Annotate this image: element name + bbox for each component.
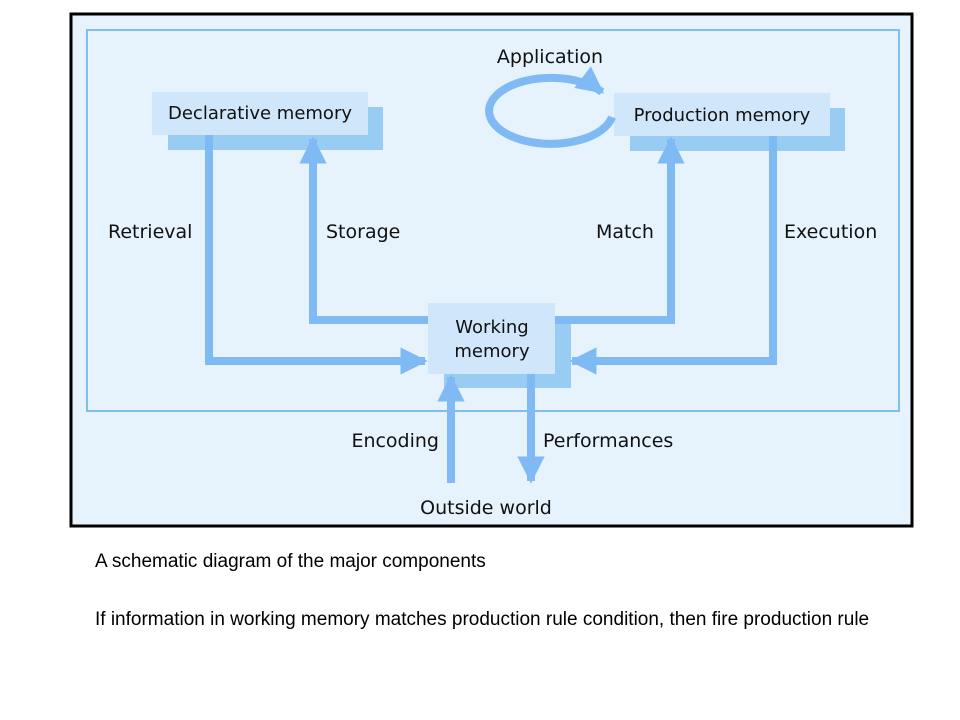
working-memory-box [428, 303, 555, 374]
caption-schematic: A schematic diagram of the major compone… [95, 551, 486, 572]
application-cycle-arrow [485, 66, 616, 148]
retrieval-label: Retrieval [108, 221, 192, 243]
match-arrow [555, 136, 685, 324]
execution-label: Execution [784, 221, 877, 243]
encoding-label: Encoding [351, 430, 439, 452]
declarative-memory-label: Declarative memory [168, 103, 352, 124]
outside-world-label: Outside world [420, 497, 552, 519]
caption-production-rule: If information in working memory matches… [95, 609, 870, 630]
retrieval-arrow [205, 135, 428, 375]
declarative-memory-box [152, 92, 368, 135]
storage-label: Storage [326, 221, 400, 243]
application-label: Application [497, 46, 603, 68]
storage-arrow [299, 136, 428, 324]
working-memory-label-line1: Working [455, 317, 528, 338]
working-memory-label-line2: memory [454, 341, 530, 362]
production-memory-label: Production memory [634, 105, 811, 126]
execution-arrow [569, 136, 777, 375]
production-memory-box [614, 93, 830, 136]
match-label: Match [596, 221, 654, 243]
performances-label: Performances [543, 430, 673, 452]
